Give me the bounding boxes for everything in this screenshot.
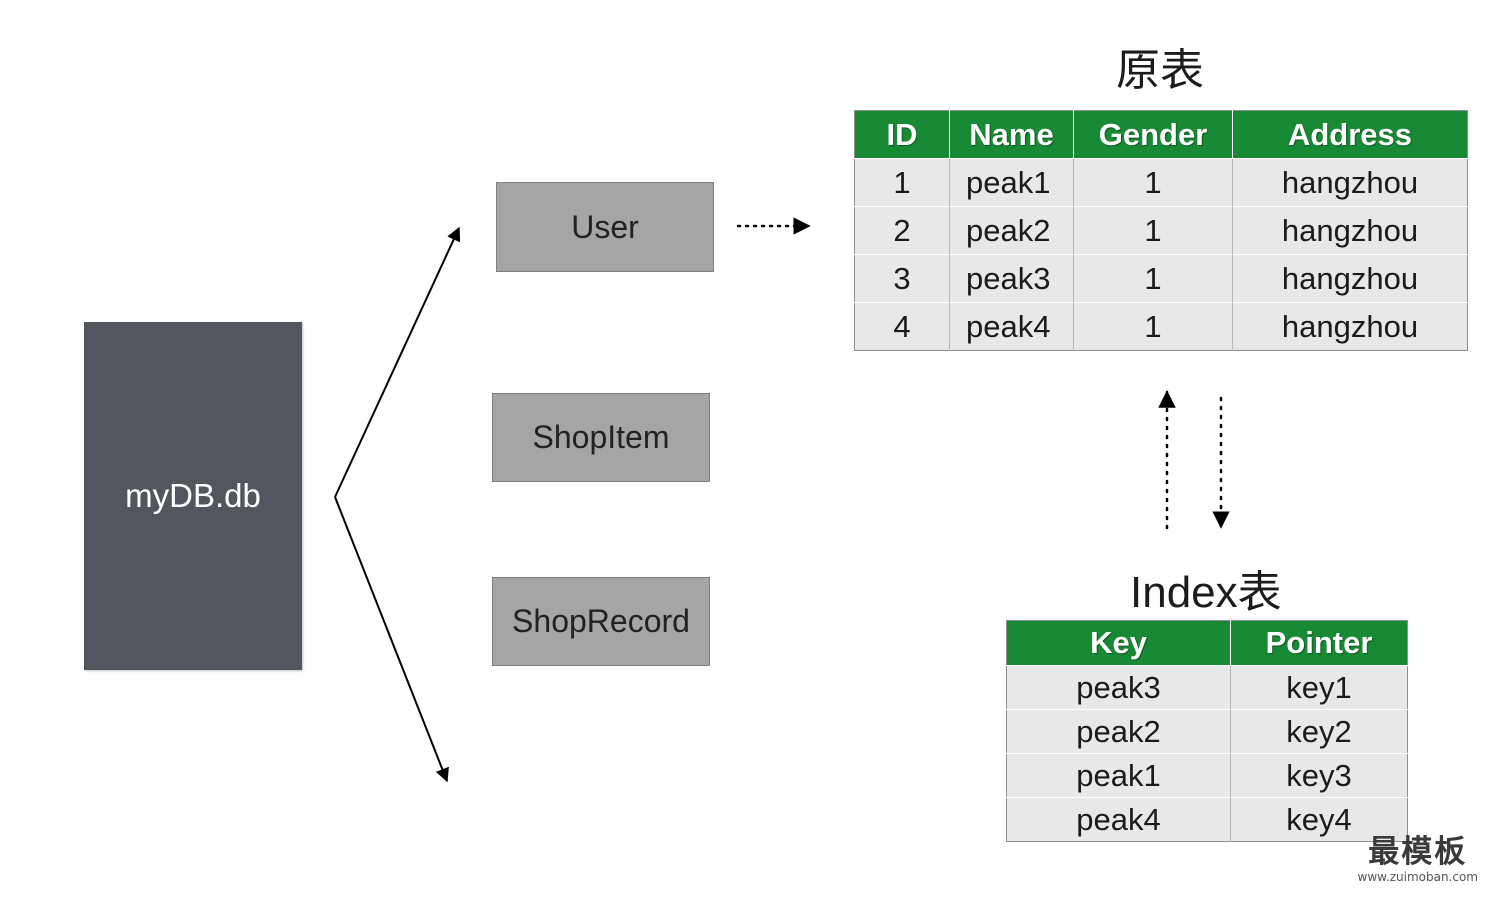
column-header: Address [1232, 110, 1468, 159]
table-header-row: Key Pointer [1006, 620, 1408, 666]
database-box: myDB.db [84, 322, 302, 670]
db-to-bottom-arrow [334, 496, 449, 783]
index-table: Key Pointer peak3 key1 peak2 key2 peak1 … [1006, 620, 1408, 842]
original-table: ID Name Gender Address 1 peak1 1 hangzho… [854, 110, 1468, 351]
table-box-shopitem: ShopItem [492, 393, 710, 482]
table-row: 4 peak4 1 hangzhou [854, 302, 1468, 351]
watermark-text: 最模板 [1368, 834, 1468, 870]
cell-gender: 1 [1073, 206, 1233, 255]
cell-gender: 1 [1073, 254, 1233, 303]
cell-pointer: key3 [1230, 753, 1408, 798]
cell-address: hangzhou [1232, 254, 1468, 303]
cell-name: peak2 [949, 206, 1074, 255]
table-header-row: ID Name Gender Address [854, 110, 1468, 159]
cell-address: hangzhou [1232, 206, 1468, 255]
cell-pointer: key2 [1230, 709, 1408, 754]
db-to-top-arrow [334, 226, 461, 498]
database-label: myDB.db [125, 477, 261, 514]
table-row: peak2 key2 [1006, 709, 1408, 754]
table-row: peak4 key4 [1006, 797, 1408, 842]
table-row: 2 peak2 1 hangzhou [854, 206, 1468, 255]
column-header: Name [949, 110, 1074, 159]
cell-gender: 1 [1073, 302, 1233, 351]
cell-key: peak3 [1006, 665, 1231, 710]
table-box-user: User [496, 182, 714, 272]
watermark-logo: 最模板 www.zuimoban.com [1357, 834, 1478, 885]
table-box-label: ShopRecord [512, 603, 690, 639]
cell-name: peak1 [949, 158, 1074, 207]
table-box-shoprecord: ShopRecord [492, 577, 710, 666]
cell-pointer: key1 [1230, 665, 1408, 710]
cell-id: 4 [854, 302, 950, 351]
cell-address: hangzhou [1232, 158, 1468, 207]
table-row: 1 peak1 1 hangzhou [854, 158, 1468, 207]
watermark-url: www.zuimoban.com [1357, 870, 1478, 884]
cell-key: peak2 [1006, 709, 1231, 754]
cell-name: peak4 [949, 302, 1074, 351]
column-header: ID [854, 110, 950, 159]
original-table-heading: 原表 [1116, 46, 1204, 95]
cell-key: peak4 [1006, 797, 1231, 842]
column-header: Gender [1073, 110, 1233, 159]
cell-id: 2 [854, 206, 950, 255]
cell-id: 1 [854, 158, 950, 207]
cell-address: hangzhou [1232, 302, 1468, 351]
table-row: peak1 key3 [1006, 753, 1408, 798]
table-box-label: ShopItem [532, 419, 670, 455]
cell-id: 3 [854, 254, 950, 303]
cell-name: peak3 [949, 254, 1074, 303]
table-row: peak3 key1 [1006, 665, 1408, 710]
column-header: Pointer [1230, 620, 1408, 666]
index-table-heading: Index表 [1130, 568, 1282, 617]
cell-pointer: key4 [1230, 797, 1408, 842]
cell-gender: 1 [1073, 158, 1233, 207]
cell-key: peak1 [1006, 753, 1231, 798]
column-header: Key [1006, 620, 1231, 666]
table-row: 3 peak3 1 hangzhou [854, 254, 1468, 303]
table-box-label: User [571, 208, 639, 245]
